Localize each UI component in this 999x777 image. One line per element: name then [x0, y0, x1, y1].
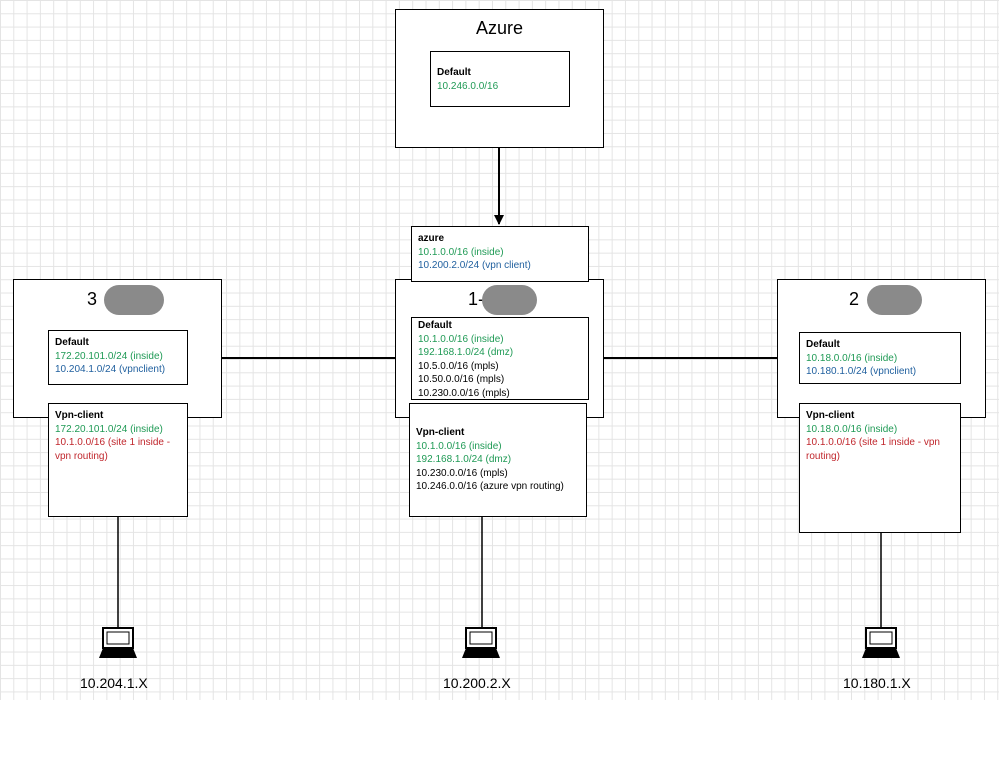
route-entry: 10.200.2.0/24 (vpn client) — [418, 260, 531, 272]
site2-vpn-header: Vpn-client — [806, 410, 855, 421]
site3-vpn-header: Vpn-client — [55, 410, 104, 421]
redaction-blob — [104, 285, 164, 315]
site1-vpn-table: Vpn-client 10.1.0.0/16 (inside) 192.168.… — [409, 403, 587, 517]
route-entry: 10.204.1.0/24 (vpnclient) — [55, 364, 166, 376]
route-entry: 10.1.0.0/16 (site 1 inside - vpn routing… — [55, 437, 171, 462]
route-entry: 10.1.0.0/16 (inside) — [418, 246, 504, 258]
route-entry: 192.168.1.0/24 (dmz) — [418, 347, 514, 359]
route-entry: 10.5.0.0/16 (mpls) — [418, 360, 499, 372]
route-entry: 10.18.0.0/16 (inside) — [806, 352, 898, 364]
route-entry: 10.18.0.0/16 (inside) — [806, 423, 898, 435]
azure-title: Azure — [476, 18, 524, 38]
azure-default-header: Default — [437, 67, 471, 78]
route-entry: 192.168.1.0/24 (dmz) — [416, 454, 512, 466]
site2-default-header: Default — [806, 339, 840, 350]
site1-default-header: Default — [418, 320, 452, 331]
site3-vpn-table: Vpn-client 172.20.101.0/24 (inside) 10.1… — [48, 403, 188, 517]
route-entry: 10.230.0.0/16 (mpls) — [418, 387, 510, 399]
site1-title: 1- — [468, 289, 485, 309]
laptop-icon — [462, 627, 500, 658]
site3-title: 3 — [87, 289, 98, 309]
site1-client-label: 10.200.2.X — [443, 675, 511, 691]
site3-default-header: Default — [55, 337, 89, 348]
site3-client-label: 10.204.1.X — [80, 675, 148, 691]
route-entry: 10.230.0.0/16 (mpls) — [416, 467, 508, 479]
azure-default-table: Default 10.246.0.0/16 — [430, 51, 570, 107]
laptop-icon — [862, 627, 900, 658]
hub-azure-table: azure 10.1.0.0/16 (inside) 10.200.2.0/24… — [411, 226, 589, 282]
route-entry: 10.1.0.0/16 (inside) — [418, 333, 504, 345]
site3-default-table: Default 172.20.101.0/24 (inside) 10.204.… — [48, 330, 188, 385]
site2-default-table: Default 10.18.0.0/16 (inside) 10.180.1.0… — [799, 332, 961, 384]
redaction-blob — [482, 285, 537, 315]
route-entry: 172.20.101.0/24 (inside) — [55, 350, 163, 362]
route-entry: 172.20.101.0/24 (inside) — [55, 423, 163, 435]
route-entry: 10.246.0.0/16 (azure vpn routing) — [416, 481, 564, 493]
route-entry: 10.1.0.0/16 (site 1 inside - vpn routing… — [806, 437, 940, 462]
laptop-icon — [99, 627, 137, 658]
site2-client-label: 10.180.1.X — [843, 675, 911, 691]
site1-vpn-header: Vpn-client — [416, 427, 465, 438]
hub-azure-header: azure — [418, 233, 445, 244]
route-entry: 10.246.0.0/16 — [437, 80, 499, 92]
route-entry: 10.50.0.0/16 (mpls) — [418, 374, 505, 386]
azure-node: Azure Default 10.246.0.0/16 — [395, 9, 604, 148]
route-entry: 10.1.0.0/16 (inside) — [416, 440, 502, 452]
site1-default-table: Default 10.1.0.0/16 (inside) 192.168.1.0… — [411, 317, 589, 400]
site2-title: 2 — [849, 289, 860, 309]
route-entry: 10.180.1.0/24 (vpnclient) — [806, 366, 917, 378]
site2-vpn-table: Vpn-client 10.18.0.0/16 (inside) 10.1.0.… — [799, 403, 961, 533]
redaction-blob — [867, 285, 922, 315]
